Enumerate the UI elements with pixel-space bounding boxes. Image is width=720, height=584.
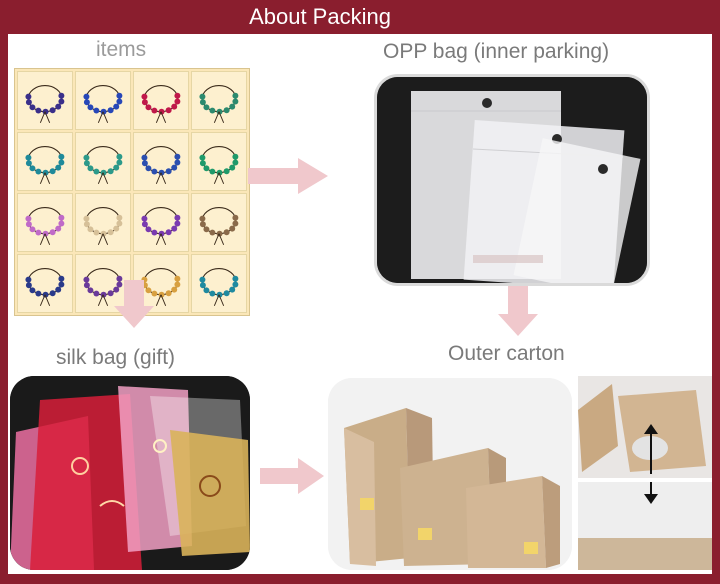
arrow-down-icon: [644, 482, 658, 504]
items-photo-grid: [14, 68, 250, 316]
bracelet-item: [191, 71, 247, 130]
carton-detail-photo: [578, 376, 712, 478]
silk-bag-photo: [10, 376, 250, 570]
bracelet-item: [191, 132, 247, 191]
bracelet-item: [75, 193, 131, 252]
arrow-right-icon: [248, 158, 328, 194]
bracelet-item: [17, 71, 73, 130]
bracelet-item: [17, 193, 73, 252]
bracelet-item: [17, 132, 73, 191]
outer-cartons-photo: [328, 378, 572, 570]
bracelet-item: [133, 193, 189, 252]
outer-carton-label: Outer carton: [448, 342, 565, 365]
bracelet-item: [133, 132, 189, 191]
arrow-down-icon: [114, 280, 154, 328]
arrow-right-icon: [260, 458, 324, 494]
bracelet-item: [191, 193, 247, 252]
content-panel: items OPP bag (inner parking) silk bag (…: [8, 34, 712, 574]
bracelet-item: [75, 71, 131, 130]
bracelet-item: [17, 254, 73, 313]
silk-bag-label: silk bag (gift): [56, 346, 176, 369]
items-label: items: [96, 38, 147, 61]
bubble-wrap-photo: [578, 482, 712, 570]
bracelet-item: [75, 254, 131, 313]
bracelet-item: [133, 71, 189, 130]
page-title: About Packing: [249, 4, 391, 29]
arrow-down-icon: [498, 286, 538, 336]
double-arrow-icon: [644, 424, 658, 474]
opp-bag-photo: [374, 74, 650, 286]
opp-bag-label: OPP bag (inner parking): [383, 40, 610, 63]
bracelet-item: [191, 254, 247, 313]
bracelet-item: [133, 254, 189, 313]
bracelet-item: [75, 132, 131, 191]
